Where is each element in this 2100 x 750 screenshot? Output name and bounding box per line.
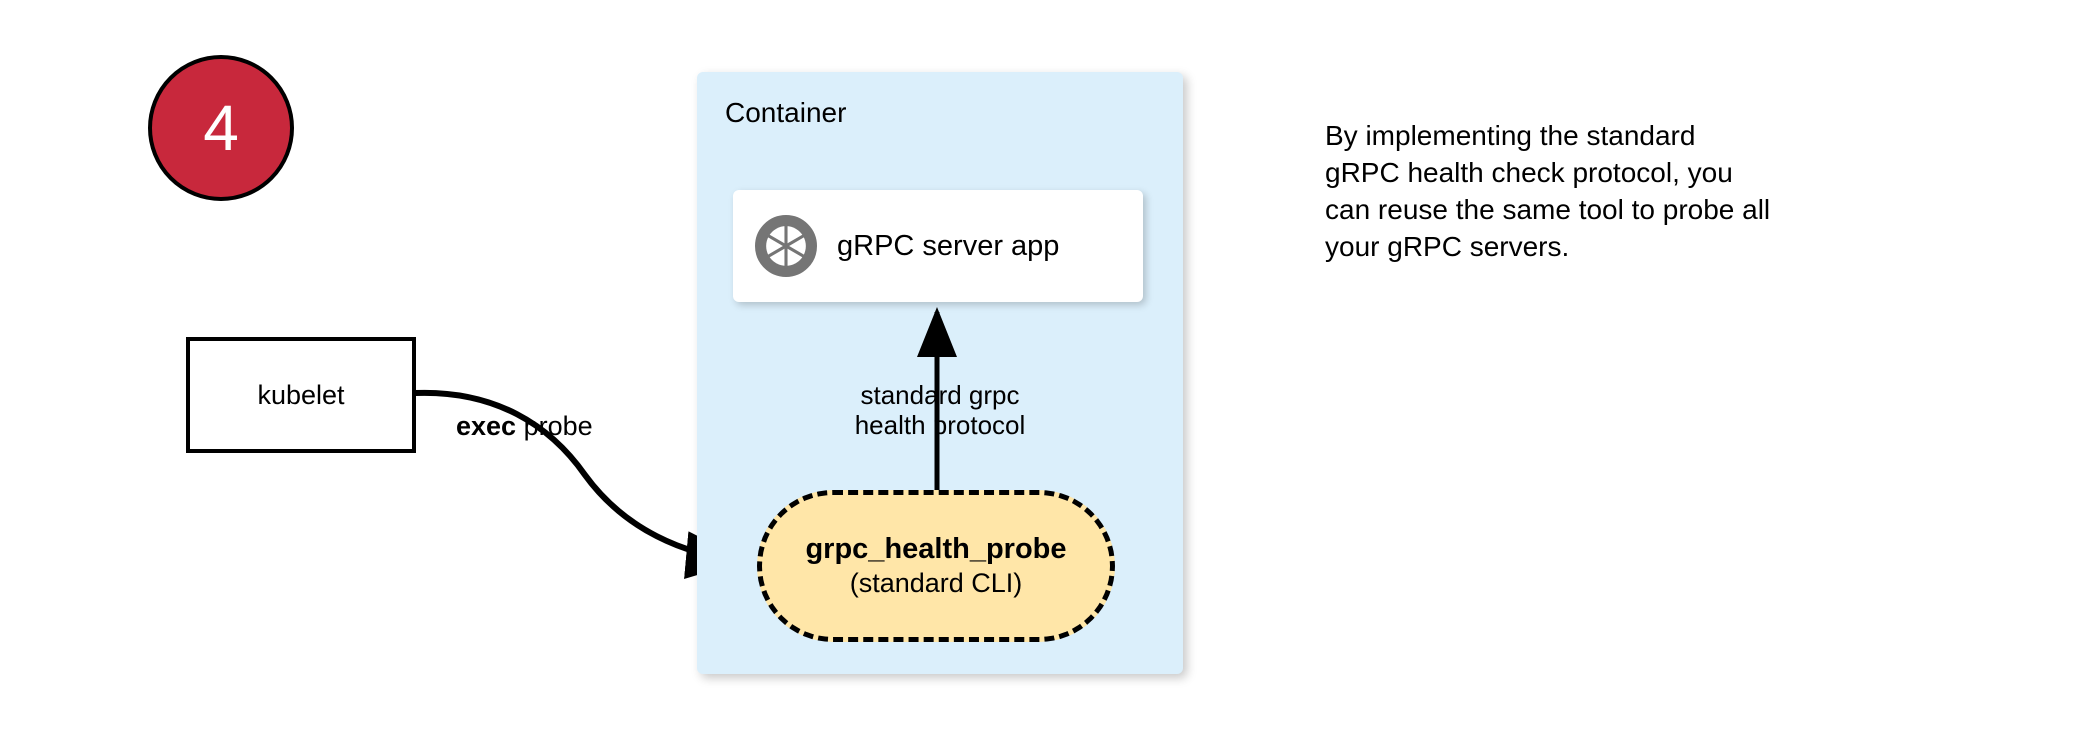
kubelet-label: kubelet <box>257 379 345 410</box>
exec-probe-rest-word: probe <box>516 411 593 441</box>
grpc-health-probe-title: grpc_health_probe <box>805 533 1067 566</box>
grpc-health-probe-subtitle: (standard CLI) <box>849 568 1023 599</box>
health-protocol-line-2: health protocol <box>854 410 1026 441</box>
grpc-health-probe-node: grpc_health_probe (standard CLI) <box>757 490 1115 642</box>
step-number-badge: 4 <box>148 55 294 201</box>
grpc-server-app-label: gRPC server app <box>837 229 1060 262</box>
container-title: Container <box>725 97 847 128</box>
step-number-text: 4 <box>203 92 239 164</box>
explanation-note-line-3: can reuse the same tool to probe all <box>1325 193 1771 225</box>
grpc-aperture-logo-icon <box>755 215 817 277</box>
exec-probe-bold-word: exec <box>456 411 517 441</box>
explanation-note-line-1: By implementing the standard <box>1325 120 1696 151</box>
kubelet-node: kubelet <box>186 337 416 453</box>
health-protocol-label: standard grpc health protocol <box>697 380 1183 441</box>
exec-probe-label: exec probe <box>456 411 593 442</box>
health-protocol-line-1: standard grpc <box>860 380 1020 410</box>
explanation-note-line-2: gRPC health check protocol, you <box>1325 156 1733 188</box>
grpc-server-app-card: gRPC server app <box>733 190 1143 302</box>
explanation-note: By implementing the standard gRPC health… <box>1325 118 1925 266</box>
explanation-note-line-4: your gRPC servers. <box>1325 230 1570 262</box>
